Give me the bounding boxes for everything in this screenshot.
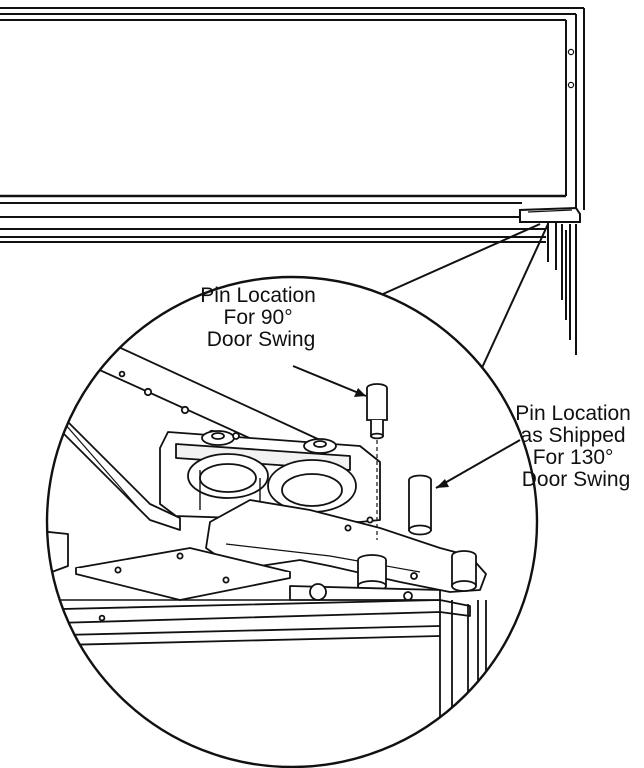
pin-90-degree — [366, 383, 388, 540]
label-pin-90: Pin Location For 90° Door Swing — [200, 284, 321, 351]
pin-130-degree — [408, 474, 432, 536]
label-pin-130-line-4: Door Swing — [522, 468, 631, 491]
label-pin-130: Pin Location as Shipped For 130° Door Sw… — [515, 402, 636, 491]
callout-wedge — [382, 223, 549, 371]
label-pin-130-line-3: For 130° — [533, 446, 614, 469]
base-frame — [47, 583, 487, 760]
lower-plates — [47, 529, 291, 601]
label-pin-130-line-1: Pin Location — [515, 402, 631, 425]
label-pin-90-line-1: Pin Location — [200, 284, 316, 307]
leader-arrow-130 — [435, 439, 521, 489]
label-pin-90-line-3: Door Swing — [207, 328, 316, 351]
leader-arrow-90 — [292, 365, 367, 397]
label-pin-90-line-2: For 90° — [224, 306, 293, 329]
hinge-bracket — [159, 430, 381, 523]
door-frame-top — [0, 7, 585, 355]
label-pin-130-line-2: as Shipped — [521, 424, 626, 447]
detail-circle — [45, 275, 539, 768]
